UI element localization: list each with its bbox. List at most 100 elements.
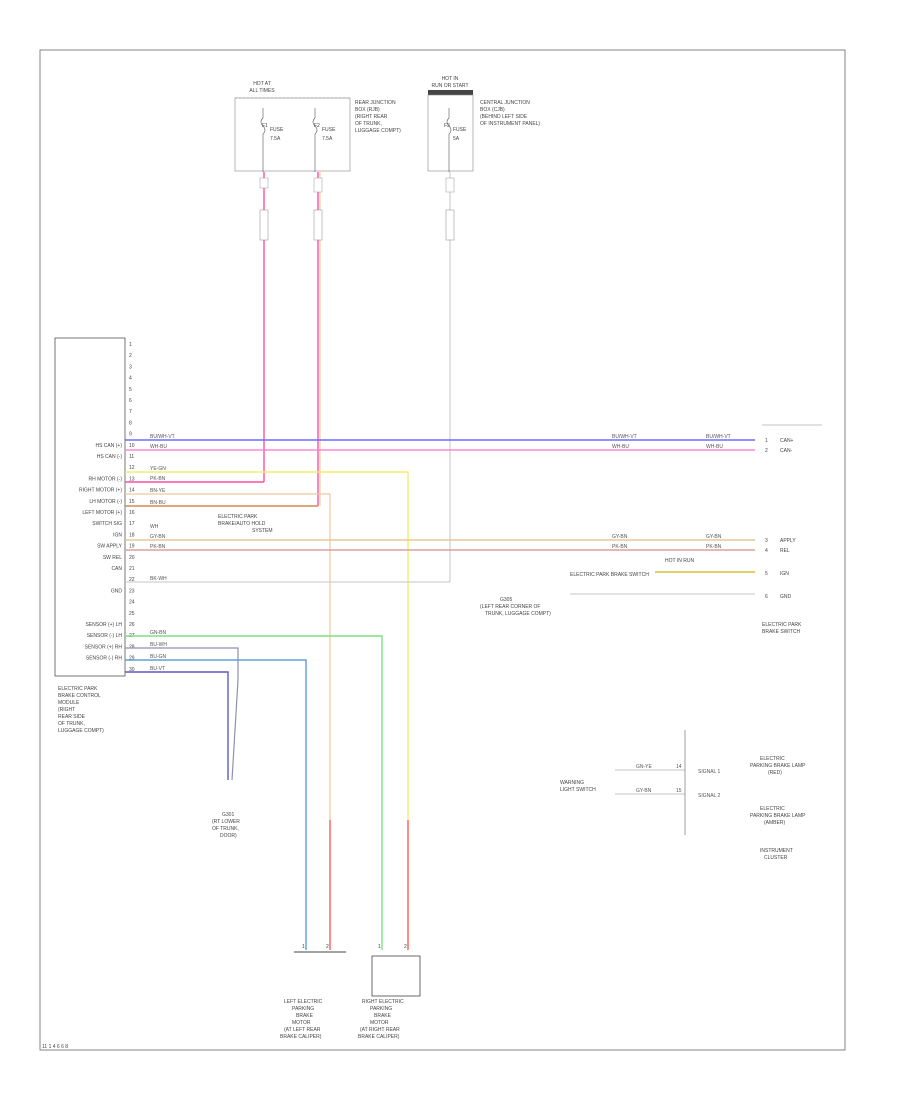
right-act-pin-2: 2	[404, 944, 407, 950]
cluster-ind-2-c: (AMBER)	[764, 820, 785, 826]
wire-swpink-label-l: PK-BN	[150, 544, 166, 550]
left-act-cap-1: LEFT ELECTRIC	[284, 999, 323, 1005]
wire-can-hi-label-r2: BU/WH-VT	[706, 434, 731, 440]
fuse-left-f1-name: FUSE	[270, 127, 284, 133]
module-pin-23: 23	[129, 588, 135, 594]
fuse-right-f3-amp: 5A	[453, 136, 460, 142]
module-pin-26: 26	[129, 622, 135, 628]
module-pin-17: 17	[129, 521, 135, 527]
fuse-left-loc-4: OF TRUNK,	[355, 121, 382, 127]
right-pin-label-3: APPLY	[780, 538, 796, 544]
module-pin-25: 25	[129, 611, 135, 617]
wire-white-label: WH	[150, 524, 159, 530]
module-pin-label-14: RIGHT MOTOR (+)	[79, 488, 122, 494]
cluster-caption-2: CLUSTER	[764, 855, 788, 861]
module-pin-label-16: LEFT MOTOR (+)	[82, 510, 122, 516]
ground-text-2: (LEFT REAR CORNER OF	[480, 604, 540, 610]
cluster-pin-2-sig: SIGNAL 2	[698, 793, 721, 799]
fuse-right-f3-num: F3	[444, 123, 450, 129]
fuse-left-f2-num: F2	[314, 123, 320, 129]
module-pin-label-27: SENSOR (-) LH	[87, 633, 123, 639]
left-actuator: 1 2 LEFT ELECTRIC PARKING BRAKE MOTOR (A…	[280, 944, 346, 1040]
fuse-right-loc-2: BOX (CJB)	[480, 107, 505, 113]
wire-swpink-label-r: PK-BN	[612, 544, 628, 550]
module-pin-10: 10	[129, 443, 135, 449]
module-pin-18: 18	[129, 532, 135, 538]
module-pin-14: 14	[129, 488, 135, 494]
module-pin-16: 16	[129, 510, 135, 516]
right-pin-label-1: CAN+	[780, 438, 794, 444]
module-pin-13: 13	[129, 476, 135, 482]
wire-can-lo-label-r2: WH-BU	[706, 444, 723, 450]
wire-brown-label: BN-BU	[150, 500, 166, 506]
wire-bu2-label: BU-GN	[150, 654, 167, 660]
diagram-frame	[39, 49, 846, 1051]
cluster-caption-1: INSTRUMENT	[760, 848, 793, 854]
cluster-pin-1-sig: SIGNAL 1	[698, 769, 721, 775]
wire-swpink-label-r2: PK-BN	[706, 544, 722, 550]
wire-yellow-label: YE-GN	[150, 466, 166, 472]
right-act-cap-5: (AT RIGHT REAR	[360, 1027, 400, 1033]
module-pin-19: 19	[129, 544, 135, 550]
wire-bu3-label: BU-VT	[150, 666, 165, 672]
module-pin-21: 21	[129, 566, 135, 572]
fuse-box-right: HOT IN RUN OR START F3 FUSE 5A CENTRAL J…	[427, 76, 540, 172]
cluster-ind-1-c: (RED)	[768, 770, 782, 776]
module-pin-label-18: IGN	[113, 532, 122, 538]
module-pin-1: 1	[129, 342, 132, 348]
cluster-ind-1-a: ELECTRIC	[760, 756, 785, 762]
module-caption-5: REAR SIDE	[58, 714, 86, 720]
fuse-left-header-1: HOT AT	[253, 81, 271, 87]
left-act-cap-5: (AT LEFT REAR	[284, 1027, 321, 1033]
right-act-cap-3: BRAKE	[374, 1013, 392, 1019]
wire-tan-label-r: GY-BN	[612, 534, 628, 540]
switch-hdr-2: BRAKE/AUTO HOLD	[218, 521, 266, 527]
module-pin-label-11: HS CAN (-)	[97, 454, 123, 460]
wire-gnd-label: BK-WH	[150, 576, 167, 582]
wire-tan-label-l: GY-BN	[150, 534, 166, 540]
right-act-cap-4: MOTOR	[370, 1020, 389, 1026]
right-act-pin-1: 1	[378, 944, 381, 950]
cluster-pin-1-num: 14	[676, 764, 682, 770]
module-pin-30: 30	[129, 667, 135, 673]
fuse-right-loc-1: CENTRAL JUNCTION	[480, 100, 530, 106]
left-act-pin-1: 1	[302, 944, 305, 950]
wire-can-lo-label-r: WH-BU	[612, 444, 629, 450]
right-pin-3: 3	[765, 538, 768, 544]
fuse-box-left: HOT AT ALL TIMES FUSE F1 7.5A FUSE F2 7.…	[234, 81, 401, 172]
cluster-ind-2-a: ELECTRIC	[760, 806, 785, 812]
module-wires: BU/WH-VT BU/WH-VT BU/WH-VT WH-BU WH-BU W…	[125, 434, 755, 820]
sleft-2: (RT LOWER	[212, 819, 240, 825]
right-act-cap-1: RIGHT ELECTRIC	[362, 999, 404, 1005]
module-pin-label-28: SENSOR (+) RH	[85, 644, 123, 650]
module-pin-7: 7	[129, 409, 132, 415]
fuse-left-loc-5: LUGGAGE COMPT)	[355, 128, 401, 134]
switch-hdr-1: ELECTRIC PARK	[218, 514, 258, 520]
module-pin-22: 22	[129, 577, 135, 583]
module-pin-5: 5	[129, 387, 132, 393]
right-act-cap-6: BRAKE CALIPER)	[358, 1034, 400, 1040]
cluster-input-2: LIGHT SWITCH	[560, 787, 596, 793]
module-pin-label-29: SENSOR (-) RH	[86, 656, 123, 662]
right-pin-1: 1	[765, 438, 768, 444]
right-act-cap-2: PARKING	[370, 1006, 392, 1012]
right-pin-6: 6	[765, 594, 768, 600]
right-pin-label-6: GND	[780, 594, 792, 600]
fuse-left-loc-3: (RIGHT REAR	[355, 114, 388, 120]
module-pin-9: 9	[129, 432, 132, 438]
module-pin-label-19: SW APPLY	[97, 544, 123, 550]
module-pin-label-21: CAN	[111, 566, 122, 572]
module-pin-label-26: SENSOR (+) LH	[85, 622, 122, 628]
cluster-pin-1-wire: GN-YE	[636, 764, 653, 770]
module-pin-2: 2	[129, 353, 132, 359]
instrument-cluster: WARNING LIGHT SWITCH GN-YE 14 SIGNAL 1 G…	[560, 730, 806, 861]
actuator-wires	[305, 820, 409, 950]
right-pin-label-4: REL	[780, 548, 790, 554]
module-pin-12: 12	[129, 465, 135, 471]
fuse-right-f3-name: FUSE	[453, 127, 467, 133]
footer-code: 11 1 4 6 6 8	[42, 1044, 68, 1050]
right-hdr: HOT IN RUN	[665, 558, 694, 564]
right-actuator: 1 2 RIGHT ELECTRIC PARKING BRAKE MOTOR (…	[358, 944, 421, 1040]
